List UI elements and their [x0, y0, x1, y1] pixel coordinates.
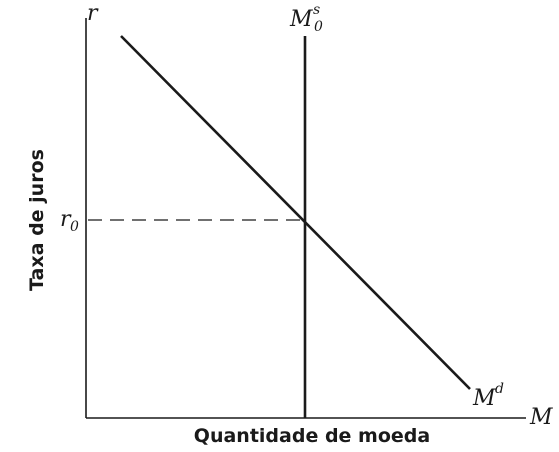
money-demand-label-main: M	[472, 386, 496, 411]
money-supply-label: M s 0	[289, 2, 323, 35]
money-demand-label-sup: d	[495, 381, 504, 397]
equilibrium-rate-label-sub: 0	[70, 219, 79, 235]
equilibrium-rate-label: r 0	[60, 207, 79, 235]
money-supply-label-sub: 0	[314, 19, 323, 35]
money-supply-label-sup: s	[313, 2, 320, 18]
equilibrium-rate-label-main: r	[60, 207, 72, 232]
money-demand-line	[120, 35, 471, 390]
money-demand-label: M d	[472, 381, 504, 411]
x-axis-title: Quantidade de moeda	[194, 425, 430, 447]
money-supply-label-main: M	[289, 7, 313, 32]
y-axis-symbol: r	[87, 1, 99, 26]
x-axis-symbol: M	[529, 405, 553, 430]
y-axis-title: Taxa de juros	[26, 149, 48, 291]
